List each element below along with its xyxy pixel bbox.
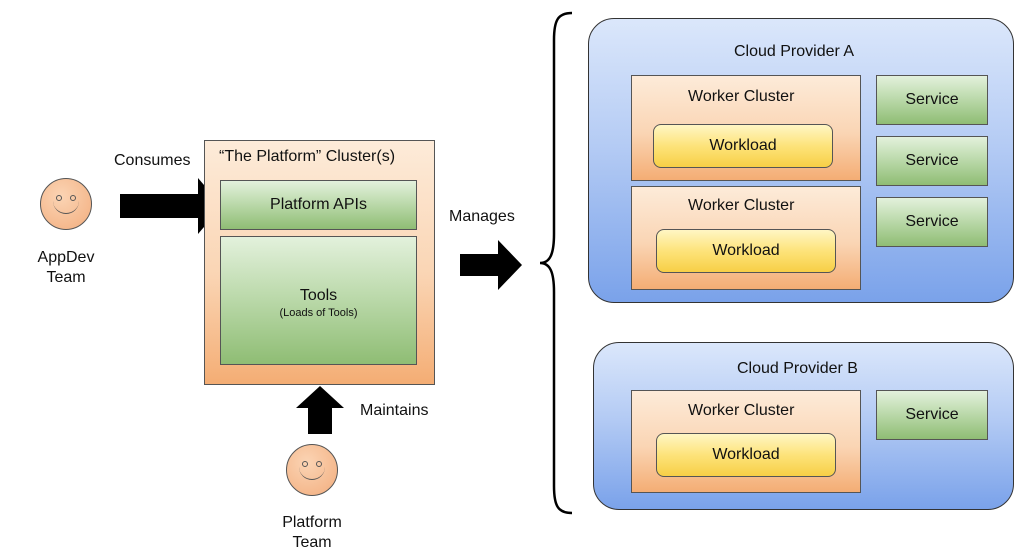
- platform-apis-label: Platform APIs: [270, 196, 367, 213]
- cloud-provider-a-title: Cloud Provider A: [734, 43, 855, 60]
- manages-label: Manages: [449, 208, 515, 225]
- maintains-label: Maintains: [360, 402, 429, 419]
- workload-a2: Workload: [656, 229, 836, 273]
- maintains-arrow-icon: [296, 386, 344, 434]
- platform-cluster-title: “The Platform” Cluster(s): [219, 148, 396, 165]
- service-a1: Service: [876, 75, 988, 125]
- platform-apis-box: Platform APIs: [220, 180, 417, 230]
- curly-brace-icon: [539, 11, 573, 515]
- appdev-face-icon: [40, 178, 92, 230]
- manages-arrow-icon: [460, 240, 522, 290]
- workload-a1: Workload: [653, 124, 833, 168]
- tools-label: Tools: [299, 286, 338, 304]
- cloud-provider-b-title: Cloud Provider B: [737, 360, 858, 377]
- worker-cluster-a2-label: Worker Cluster: [688, 197, 795, 214]
- appdev-team-label: AppDev Team: [37, 249, 95, 286]
- worker-cluster-a1-label: Worker Cluster: [688, 88, 795, 105]
- service-a3: Service: [876, 197, 988, 247]
- workload-b1: Workload: [656, 433, 836, 477]
- platform-team-label: Platform Team: [282, 514, 342, 551]
- tools-box: Tools (Loads of Tools): [220, 236, 417, 365]
- worker-cluster-b1-label: Worker Cluster: [688, 402, 795, 419]
- consumes-label: Consumes: [114, 152, 191, 169]
- service-a2: Service: [876, 136, 988, 186]
- consumes-arrow-icon: [120, 178, 222, 234]
- tools-sublabel: (Loads of Tools): [279, 306, 358, 319]
- platform-team-face-icon: [286, 444, 338, 496]
- service-b1: Service: [876, 390, 988, 440]
